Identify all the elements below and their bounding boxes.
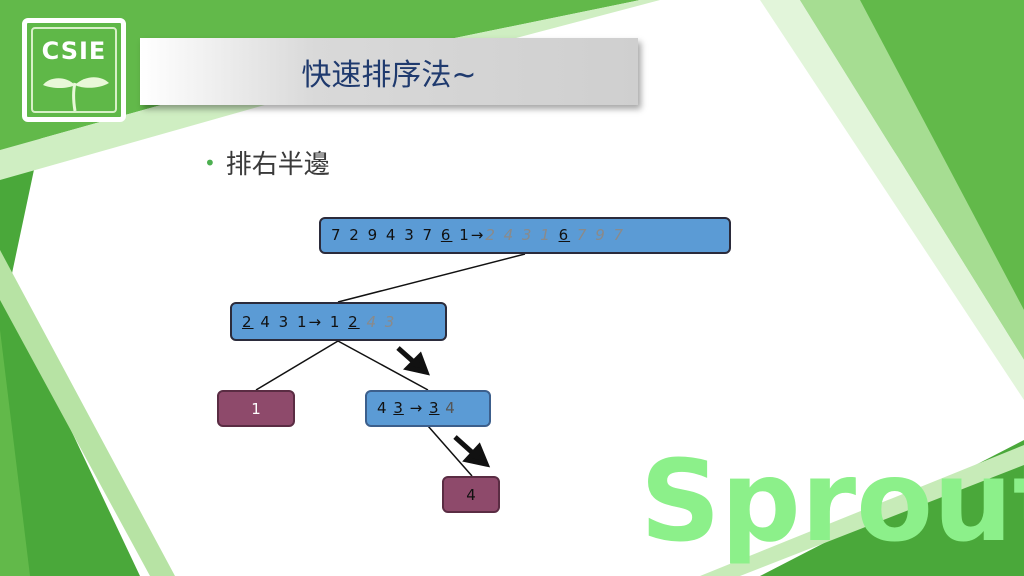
logo-frame xyxy=(31,27,117,113)
leaf-4-value: 4 xyxy=(466,486,476,504)
root-arrow: 1→ xyxy=(452,226,486,244)
mid-pivot: 2 xyxy=(242,313,254,331)
logo-text: CSIE xyxy=(41,37,107,65)
node34-arrow: → xyxy=(403,399,429,417)
sprout-icon xyxy=(43,77,109,112)
node34-gray: 4 xyxy=(439,399,456,417)
tree-leaf-1: 1 xyxy=(217,390,295,427)
bullet-text: 排右半邊 xyxy=(225,150,330,180)
root-values: 7 2 9 4 3 7 xyxy=(331,226,441,244)
bullet-dot-icon: • xyxy=(204,151,216,175)
tree-node-left: 2 4 3 1→ 1 2 4 3 xyxy=(230,302,447,341)
page-title: 快速排序法~ xyxy=(301,58,477,93)
csie-logo: CSIE xyxy=(22,18,126,122)
node34-pivot: 3 xyxy=(393,399,404,417)
leaf-1-value: 1 xyxy=(251,400,261,418)
root-gray-left: 2 4 3 1 xyxy=(485,226,559,244)
bullet-item: • 排右半邊 xyxy=(204,144,330,181)
mid-gray: 4 3 xyxy=(359,313,397,331)
tree-leaf-4: 4 xyxy=(442,476,500,513)
watermark-text: Sprout xyxy=(640,437,1024,567)
tree-node-right: 4 3 → 3 4 xyxy=(365,390,491,427)
node34-value: 4 xyxy=(377,399,394,417)
title-bar: 快速排序法~ xyxy=(140,38,638,105)
mid-pivot-result: 2 xyxy=(348,313,360,331)
node34-pivot-result: 3 xyxy=(428,399,440,417)
root-gray-right: 7 9 7 xyxy=(570,226,626,244)
root-pivot: 6 xyxy=(440,226,453,244)
mid-values: 4 3 1→ 1 xyxy=(253,313,349,331)
tree-node-root: 7 2 9 4 3 7 6 1→2 4 3 1 6 7 9 7 xyxy=(319,217,731,254)
root-pivot-result: 6 xyxy=(558,226,571,244)
